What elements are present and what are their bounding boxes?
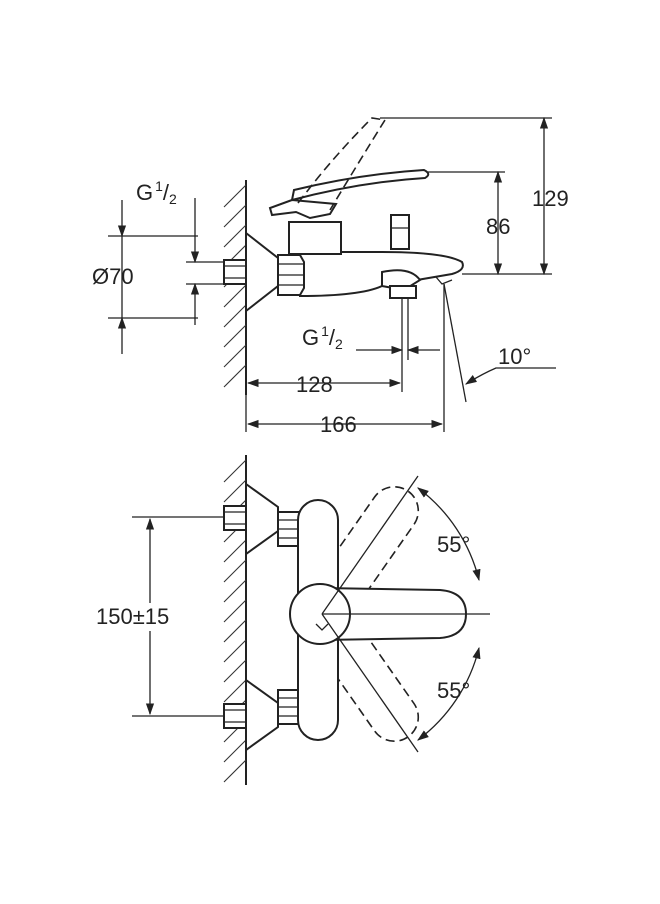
dim-166: 166 <box>320 412 357 437</box>
diverter-knob <box>390 214 410 250</box>
dim-diameter-70: Ø70 <box>92 264 134 289</box>
dim-angle-55-lower: 55° <box>437 678 470 703</box>
dim-129: 129 <box>532 186 569 211</box>
lever-handle <box>290 168 430 202</box>
dim-angle-10: 10° <box>498 344 531 369</box>
wall-hatching-top <box>223 180 247 395</box>
dim-86: 86 <box>486 214 510 239</box>
front-view: 150±15 55° 55° <box>94 455 490 785</box>
wall-nut-top <box>223 259 247 285</box>
dim-128: 128 <box>296 372 333 397</box>
escutcheon-upper <box>245 482 279 556</box>
escutcheon-top <box>245 230 279 314</box>
escutcheon-lower <box>245 678 279 752</box>
lever-handle-raised <box>297 117 387 211</box>
wall-nut-lower <box>223 703 247 729</box>
wall-hatching-bottom <box>223 455 247 785</box>
dim-angle-55-upper: 55° <box>437 532 470 557</box>
dim-150-15: 150±15 <box>96 604 169 629</box>
wall-nut-upper <box>223 505 247 531</box>
